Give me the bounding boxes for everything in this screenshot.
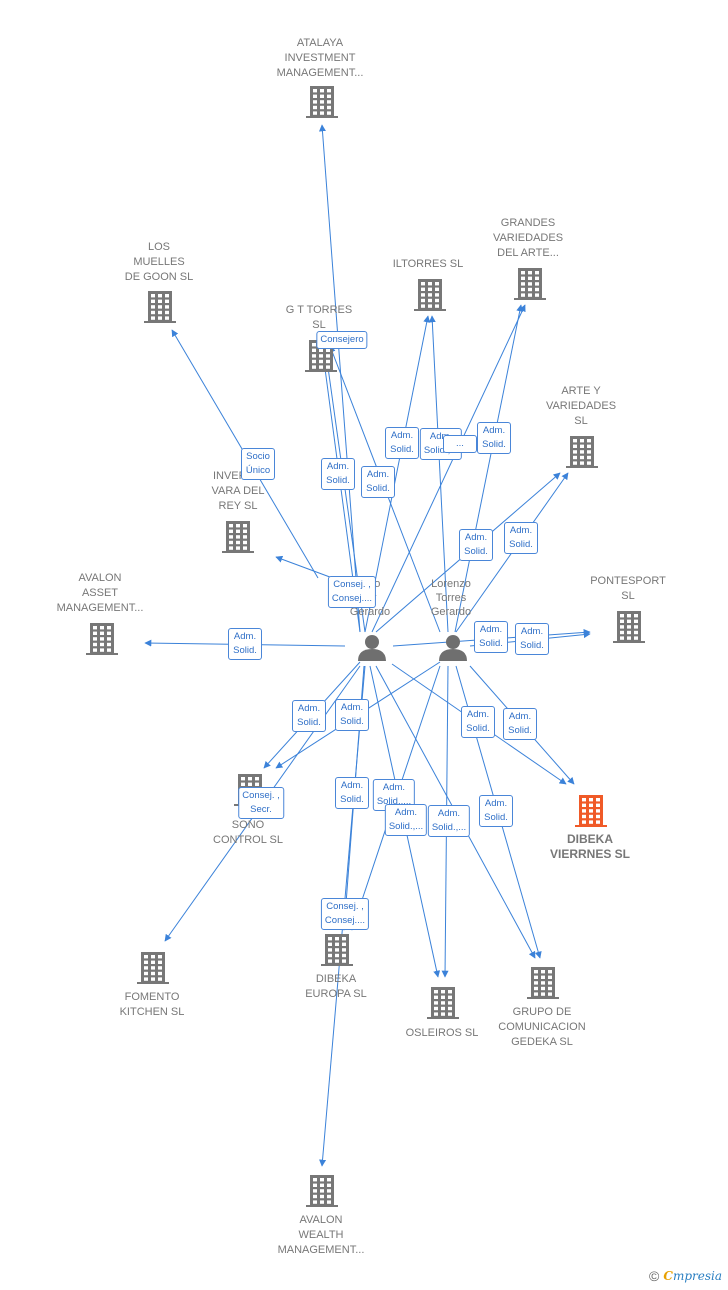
brand-logo: Cmpresia (663, 1269, 722, 1283)
company-label-sono[interactable]: SONO CONTROL SL (213, 819, 283, 846)
nodes-layer (86, 86, 645, 1207)
edge-role-label: Adm. Solid. (477, 422, 511, 454)
edge-role-label: Consej. , Secr. (238, 787, 284, 819)
edge-role-label: Adm. Solid. (385, 427, 419, 459)
building-icon[interactable] (414, 279, 446, 311)
building-icon[interactable] (306, 1175, 338, 1207)
company-label-dibeka-vierrnes[interactable]: DIBEKA VIERRNES SL (549, 832, 630, 861)
building-icon[interactable] (321, 934, 353, 966)
edge-role-label: Adm. Solid. (335, 777, 369, 809)
building-icon[interactable] (144, 291, 176, 323)
edge-role-label: Adm. Solid. (361, 466, 395, 498)
company-label-iltorres[interactable]: ILTORRES SL (392, 258, 464, 270)
edge-role-label: Adm. Solid.,... (384, 804, 428, 836)
company-label-fomento[interactable]: FOMENTO KITCHEN SL (119, 991, 185, 1018)
building-icon[interactable] (86, 623, 118, 655)
edge-role-label: Adm. Solid. (515, 623, 549, 655)
building-icon[interactable] (137, 952, 169, 984)
company-label-dibeka-europa[interactable]: DIBEKA EUROPA SL (305, 973, 367, 1000)
footer-brand: © Cmpresia (649, 1268, 722, 1284)
edge-role-label: Adm. Solid. (503, 708, 537, 740)
edge-role-label: Adm. Solid.,... (427, 805, 471, 837)
person-icon[interactable] (358, 635, 386, 661)
building-icon[interactable] (222, 521, 254, 553)
edge-role-label: Adm. Solid. (474, 621, 508, 653)
edge-role-label: Adm. Solid. (228, 628, 262, 660)
company-label-arte[interactable]: ARTE Y VARIEDADES SL (545, 385, 617, 427)
edge-role-label: Consej. , Consej.... (320, 898, 370, 930)
building-icon[interactable] (575, 795, 607, 827)
company-label-grupo[interactable]: GRUPO DE COMUNICACION GEDEKA SL (498, 1006, 586, 1048)
building-icon[interactable] (514, 268, 546, 300)
company-label-pontesport[interactable]: PONTESPORT SL (590, 575, 666, 602)
edge-role-label: Adm. Solid. (335, 699, 369, 731)
building-icon[interactable] (566, 436, 598, 468)
edge-line (371, 304, 526, 633)
edge-role-label: Adm. Solid. (479, 795, 513, 827)
edge-role-label: Socio Único (241, 448, 275, 480)
company-label-grandes[interactable]: GRANDES VARIEDADES DEL ARTE... (492, 217, 564, 259)
copyright-symbol: © (649, 1268, 660, 1284)
edge-role-label: Adm. Solid. (461, 706, 495, 738)
person-label-p2[interactable]: Lorenzo Torres Gerardo (430, 578, 472, 618)
edge-role-label: ... (443, 435, 477, 453)
company-label-inversiones[interactable]: INVERS... VARA DEL REY SL (211, 470, 265, 512)
edge-line (428, 315, 449, 633)
edge-role-label: Adm. Solid. (459, 529, 493, 561)
company-label-avalon-wealth[interactable]: AVALON WEALTH MANAGEMENT... (277, 1214, 365, 1256)
edge-role-label: Adm. Solid. (321, 458, 355, 490)
building-icon[interactable] (527, 967, 559, 999)
edge-role-label: Consej. , Consej.... (327, 576, 377, 608)
edge-role-label: Consejero (316, 331, 368, 349)
edge-role-label: Adm. Solid. (292, 700, 326, 732)
company-label-avalon-asset[interactable]: AVALON ASSET MANAGEMENT... (56, 572, 144, 614)
company-label-muelles[interactable]: LOS MUELLES DE GOON SL (124, 241, 194, 283)
person-icon[interactable] (439, 635, 467, 661)
building-icon[interactable] (427, 987, 459, 1019)
building-icon[interactable] (306, 86, 338, 118)
company-label-atalaya[interactable]: ATALAYA INVESTMENT MANAGEMENT... (276, 37, 364, 79)
company-label-osleiros[interactable]: OSLEIROS SL (405, 1027, 479, 1039)
building-icon[interactable] (613, 611, 645, 643)
edge-line (454, 304, 524, 633)
company-label-gttorres[interactable]: G T TORRES SL (285, 304, 353, 331)
edge-role-label: Adm. Solid. (504, 522, 538, 554)
